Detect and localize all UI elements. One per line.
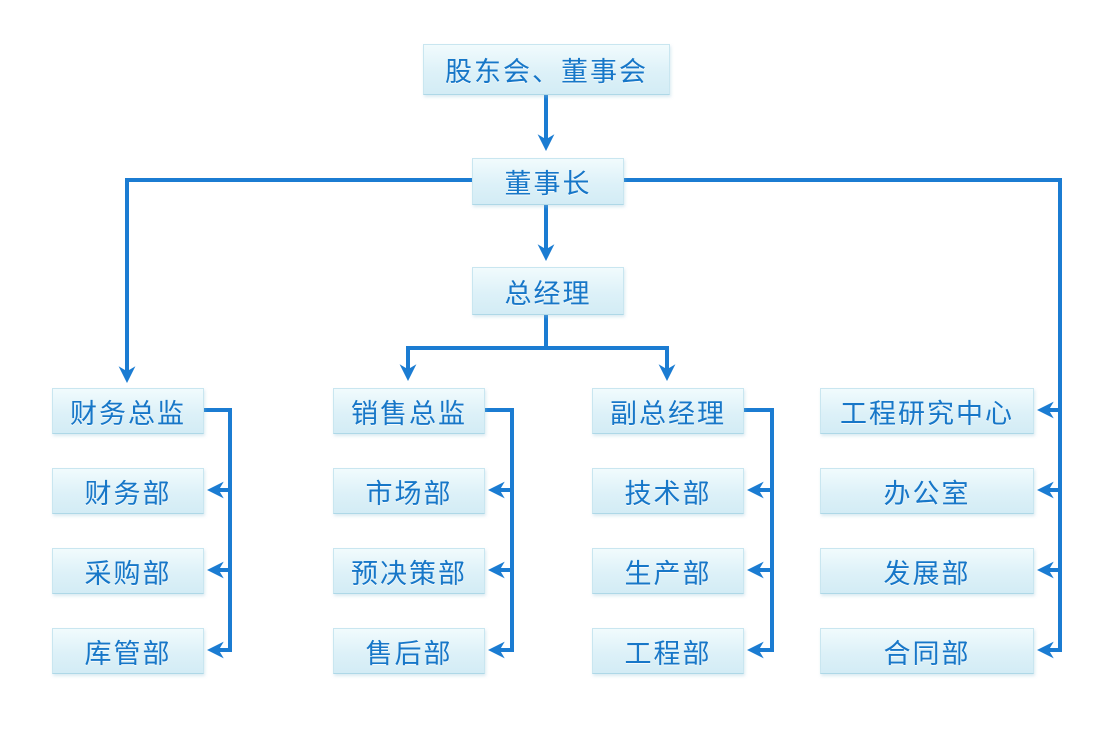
node-engineering-dept: 工程部: [592, 628, 744, 674]
connector-chairman-to-finance-director: [118, 178, 472, 384]
connector-chairman-right-trunk: [622, 178, 1062, 659]
connector-finance-trunk: [202, 408, 232, 659]
node-shareholders-board: 股东会、董事会: [423, 44, 670, 95]
node-development-dept: 发展部: [820, 548, 1034, 594]
node-marketing-dept: 市场部: [333, 468, 485, 514]
node-chairman: 董事长: [472, 158, 624, 205]
connector-deputy-trunk: [742, 408, 774, 659]
node-finance-director: 财务总监: [52, 388, 204, 434]
node-production-dept: 生产部: [592, 548, 744, 594]
node-purchasing-dept: 采购部: [52, 548, 204, 594]
node-technical-dept: 技术部: [592, 468, 744, 514]
node-pre-decision-dept: 预决策部: [333, 548, 485, 594]
node-after-sales-dept: 售后部: [333, 628, 485, 674]
node-contract-dept: 合同部: [820, 628, 1034, 674]
connector-sales-trunk: [483, 408, 514, 659]
node-engineering-research-center: 工程研究中心: [820, 388, 1034, 434]
node-warehouse-dept: 库管部: [52, 628, 204, 674]
node-deputy-general-manager: 副总经理: [592, 388, 744, 434]
node-general-manager: 总经理: [472, 267, 624, 315]
node-finance-dept: 财务部: [52, 468, 204, 514]
node-sales-director: 销售总监: [333, 388, 485, 434]
node-office: 办公室: [820, 468, 1034, 514]
